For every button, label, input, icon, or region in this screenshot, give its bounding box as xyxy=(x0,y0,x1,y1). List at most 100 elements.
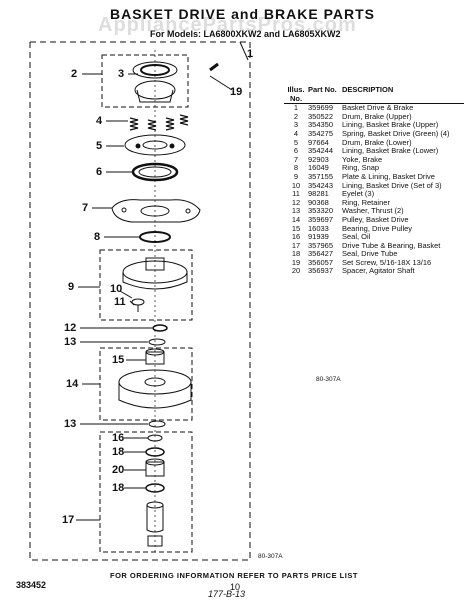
table-row: 20 356937 Spacer, Agitator Shaft xyxy=(284,267,464,276)
exploded-parts-diagram xyxy=(29,41,251,561)
cell-desc: Pulley, Basket Drive xyxy=(342,214,409,224)
table-row: 14 359697 Pulley, Basket Drive xyxy=(284,214,464,225)
cell-part: 91939 xyxy=(308,232,329,242)
callout-5: 5 xyxy=(96,140,103,152)
table-row: 16 91939 Seal, Oil xyxy=(284,232,464,242)
cell-part: 16033 xyxy=(308,223,329,233)
cell-part: 16049 xyxy=(308,163,329,173)
cell-illus: 13 xyxy=(291,206,301,216)
cell-illus: 16 xyxy=(291,232,301,242)
document-number: 383452 xyxy=(16,580,47,590)
cell-part: 350522 xyxy=(308,111,334,121)
callout-7: 7 xyxy=(82,202,89,214)
table-row: 3 354350 Lining, Basket Brake (Upper) xyxy=(284,121,464,130)
callout-13-lower: 13 xyxy=(64,418,77,430)
cell-desc: Lining, Basket Brake (Upper) xyxy=(342,120,439,130)
callout-2: 2 xyxy=(71,68,78,80)
reference-code-lower: 80-307A xyxy=(258,553,283,560)
cell-desc: Yoke, Brake xyxy=(342,154,383,164)
callout-18: 18 xyxy=(112,446,125,458)
cell-illus: 19 xyxy=(291,257,301,267)
cell-illus: 20 xyxy=(291,266,301,276)
cell-part: 359699 xyxy=(308,103,334,113)
table-row: 15 16033 Bearing, Drive Pulley xyxy=(284,223,464,234)
cell-part: 356427 xyxy=(308,249,334,259)
cell-illus: 17 xyxy=(291,240,301,250)
callout-17: 17 xyxy=(62,514,75,526)
table-row: 11 98281 Eyelet (3) xyxy=(284,190,464,199)
page-subtitle: For Models: LA6800XKW2 and LA6805XKW2 xyxy=(150,29,341,39)
table-row: 8 16049 Ring, Snap xyxy=(284,164,464,173)
cell-part: 353320 xyxy=(308,206,334,216)
callout-13: 13 xyxy=(64,336,77,348)
col-part: Part No. xyxy=(308,85,337,94)
cell-illus: 8 xyxy=(293,163,299,173)
box-drive-plate xyxy=(99,249,193,321)
cell-desc: Eyelet (3) xyxy=(342,189,375,199)
cell-illus: 4 xyxy=(293,128,299,138)
cell-illus: 2 xyxy=(293,111,299,121)
table-row: 5 97664 Drum, Brake (Lower) xyxy=(284,137,464,148)
cell-part: 354243 xyxy=(308,180,334,190)
cell-illus: 9 xyxy=(293,171,299,181)
cell-part: 356937 xyxy=(308,266,334,276)
cell-part: 354350 xyxy=(308,120,334,130)
cell-part: 90368 xyxy=(308,197,329,207)
cell-desc: Drum, Brake (Lower) xyxy=(342,137,412,147)
callout-8: 8 xyxy=(94,231,101,243)
callout-16: 16 xyxy=(112,432,125,444)
cell-desc: Spring, Basket Drive (Green) (4) xyxy=(342,128,450,138)
cell-desc: Set Screw, 5/16-18X 13/16 xyxy=(342,257,432,267)
callout-1: 1 xyxy=(247,48,254,60)
callout-12: 12 xyxy=(64,322,77,334)
cell-desc: Washer, Thrust (2) xyxy=(342,206,404,216)
callout-11: 11 xyxy=(114,296,126,308)
handwritten-note: 177-B-13 xyxy=(208,589,246,599)
cell-desc: Ring, Snap xyxy=(342,163,380,173)
cell-part: 98281 xyxy=(308,189,329,199)
cell-desc: Drive Tube & Bearing, Basket xyxy=(342,240,441,250)
cell-desc: Bearing, Drive Pulley xyxy=(342,223,413,233)
cell-desc: Lining, Basket Brake (Lower) xyxy=(342,146,439,156)
cell-desc: Basket Drive & Brake xyxy=(342,103,414,113)
reference-code-upper: 80-307A xyxy=(316,376,341,383)
cell-part: 92903 xyxy=(308,154,329,164)
callout-18-lower: 18 xyxy=(112,482,125,494)
col-desc: DESCRIPTION xyxy=(342,85,394,94)
cell-desc: Seal, Drive Tube xyxy=(342,249,398,259)
cell-illus: 11 xyxy=(292,189,300,199)
cell-part: 359697 xyxy=(308,214,334,224)
outer-frame xyxy=(29,41,251,561)
table-row: 13 353320 Washer, Thrust (2) xyxy=(284,207,464,216)
callout-20: 20 xyxy=(112,464,125,476)
watermark: AppliancePartsPros.com xyxy=(98,14,357,36)
cell-part: 357155 xyxy=(308,171,334,181)
cell-illus: 10 xyxy=(291,180,301,190)
page-title: BASKET DRIVE and BRAKE PARTS xyxy=(110,6,375,22)
cell-illus: 14 xyxy=(291,214,301,224)
callout-3: 3 xyxy=(118,68,125,80)
cell-part: 97664 xyxy=(308,137,329,147)
cell-part: 354244 xyxy=(308,146,334,156)
cell-desc: Spacer, Agitator Shaft xyxy=(342,266,415,276)
callout-19: 19 xyxy=(230,86,243,98)
cell-illus: 12 xyxy=(291,197,301,207)
cell-illus: 5 xyxy=(293,137,299,147)
callout-4: 4 xyxy=(96,115,103,127)
ordering-note: FOR ORDERING INFORMATION REFER TO PARTS … xyxy=(110,571,358,580)
cell-illus: 15 xyxy=(291,223,301,233)
cell-desc: Seal, Oil xyxy=(342,232,371,242)
cell-illus: 1 xyxy=(293,103,299,113)
callout-9: 9 xyxy=(68,281,75,293)
cell-illus: 3 xyxy=(293,120,299,130)
